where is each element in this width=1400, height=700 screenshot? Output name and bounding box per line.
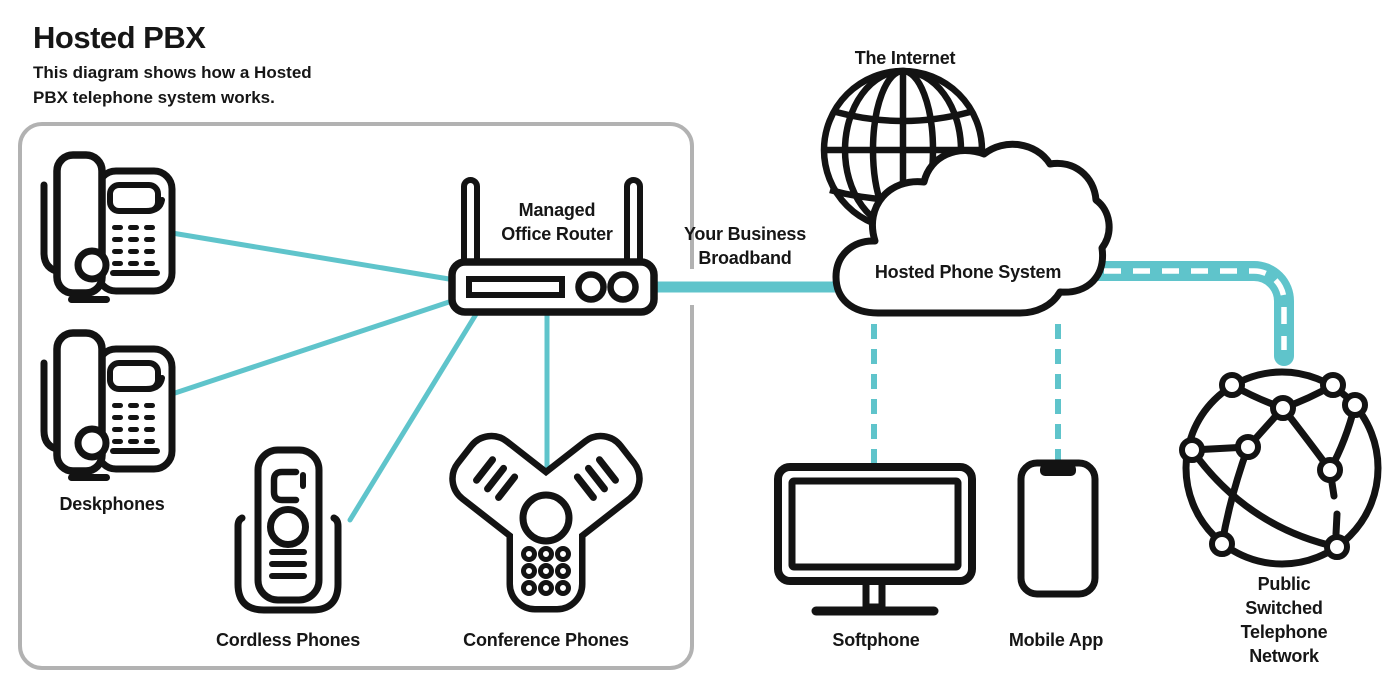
page-subtitle: This diagram shows how a Hosted PBX tele… bbox=[33, 63, 312, 107]
monitor-icon bbox=[774, 463, 976, 616]
cloud-to-pstn-pipe bbox=[1078, 261, 1294, 366]
conference-phones-label: Conference Phones bbox=[463, 630, 629, 650]
wifi-router-icon bbox=[448, 177, 658, 316]
pipe-white-dashes bbox=[1104, 268, 1287, 350]
phone-notch bbox=[1040, 464, 1076, 476]
cordless-to-router-line bbox=[347, 308, 481, 523]
deskphones-label: Deskphones bbox=[59, 494, 165, 514]
hosted-phone-system-label: Hosted Phone System bbox=[874, 262, 1062, 282]
cordless-phone-icon bbox=[234, 446, 342, 614]
speaker-grille-left bbox=[473, 456, 519, 501]
cordless-phones-label: Cordless Phones bbox=[215, 630, 361, 650]
cloud-icon bbox=[832, 140, 1113, 317]
office-boundary-box bbox=[18, 122, 694, 670]
speaker-grille-right bbox=[573, 456, 619, 501]
pstn-label: Public Switched Telephone Network bbox=[1240, 574, 1328, 666]
page-title: Hosted PBX bbox=[33, 20, 206, 55]
deskphone-icon-2 bbox=[44, 333, 172, 481]
lan-connection-lines bbox=[163, 229, 550, 523]
cloud-drop-lines bbox=[871, 324, 1061, 464]
deskphone-icon bbox=[44, 155, 172, 303]
network-globe-icon bbox=[1179, 368, 1382, 568]
router-label: Managed Office Router bbox=[501, 200, 613, 244]
network-nodes bbox=[1179, 372, 1368, 560]
softphone-label: Softphone bbox=[832, 630, 920, 650]
conference-keypad bbox=[521, 546, 571, 596]
internet-label: The Internet bbox=[854, 48, 956, 68]
mobile-app-label: Mobile App bbox=[1008, 630, 1104, 650]
conference-phone-icon bbox=[449, 432, 643, 613]
router-antenna-right bbox=[624, 177, 643, 275]
deskphone1-to-router-line bbox=[163, 229, 458, 283]
broadband-label: Your Business Broadband bbox=[683, 224, 807, 268]
smartphone-icon bbox=[1017, 459, 1099, 598]
deskphone2-to-router-line bbox=[163, 297, 458, 399]
router-antenna-left bbox=[461, 177, 480, 275]
